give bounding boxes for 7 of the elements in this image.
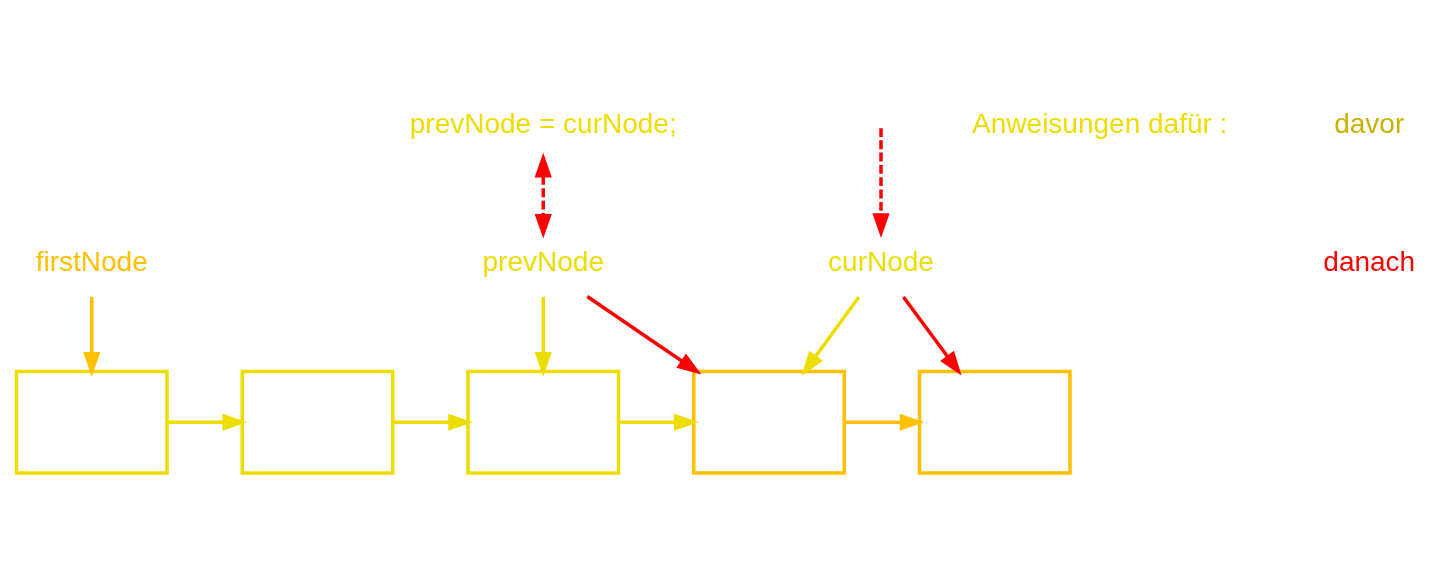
legend-label: davor xyxy=(1334,107,1405,139)
legend-label: danach xyxy=(1323,245,1416,277)
label: Anweisungen dafür : xyxy=(972,107,1228,139)
node-text: firstNode xyxy=(35,245,148,277)
node-text: curNode xyxy=(828,245,934,277)
node-text: prevNode = curNode; xyxy=(409,107,677,139)
node-text: prevNode xyxy=(482,245,604,277)
